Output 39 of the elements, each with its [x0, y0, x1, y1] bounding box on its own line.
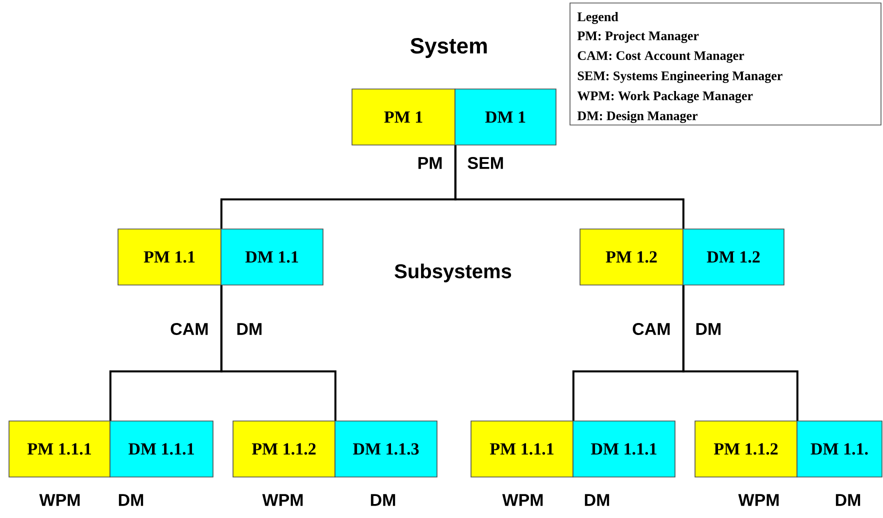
role-label: PM — [418, 157, 442, 169]
role-label: SEM — [468, 156, 503, 170]
role-label: DM — [370, 494, 396, 506]
role-box: PM 1.1.1 — [8, 420, 110, 478]
role-box: PM 1.1.1 — [470, 420, 574, 478]
role-box: DM 1.1. — [796, 420, 882, 478]
role-label: DM — [584, 494, 610, 506]
legend-entry: WPM: Work Package Manager — [577, 91, 753, 103]
role-box: PM 1.1 — [118, 228, 222, 286]
role-label: WPM — [262, 494, 303, 506]
role-label: DM — [696, 323, 720, 335]
role-label: DM — [237, 323, 262, 335]
role-label: WPM — [502, 494, 543, 506]
connector-line — [220, 285, 336, 421]
legend-entry: SEM: Systems Engineering Manager — [578, 71, 782, 83]
role-box: DM 1.2 — [682, 228, 784, 286]
legend-entry: PM: Project Manager — [577, 31, 699, 43]
role-box: PM 1.1.2 — [694, 420, 798, 478]
level-heading: System — [410, 38, 487, 58]
role-box: DM 1.1 — [220, 228, 324, 286]
connector-line — [682, 285, 798, 421]
legend-entry: CAM: Cost Account Manager — [578, 51, 744, 63]
role-label: CAM — [170, 322, 208, 336]
role-label: WPM — [738, 494, 779, 506]
role-box: DM 1.1.3 — [334, 420, 438, 478]
role-label: DM — [118, 494, 144, 506]
role-box: DM 1 — [454, 88, 556, 146]
role-label: WPM — [39, 494, 80, 506]
legend-entry: DM: Design Manager — [577, 111, 698, 123]
role-label: DM — [836, 494, 860, 506]
connector-line — [454, 145, 684, 229]
role-label: CAM — [632, 322, 670, 336]
level-heading: Subsystems — [394, 264, 512, 282]
role-box: PM 1.1.2 — [232, 420, 336, 478]
role-box: DM 1.1.1 — [572, 420, 676, 478]
role-box: PM 1.2 — [580, 228, 684, 286]
legend-title: Legend — [577, 12, 618, 24]
role-box: PM 1 — [352, 88, 456, 146]
role-box: DM 1.1.1 — [110, 420, 214, 478]
